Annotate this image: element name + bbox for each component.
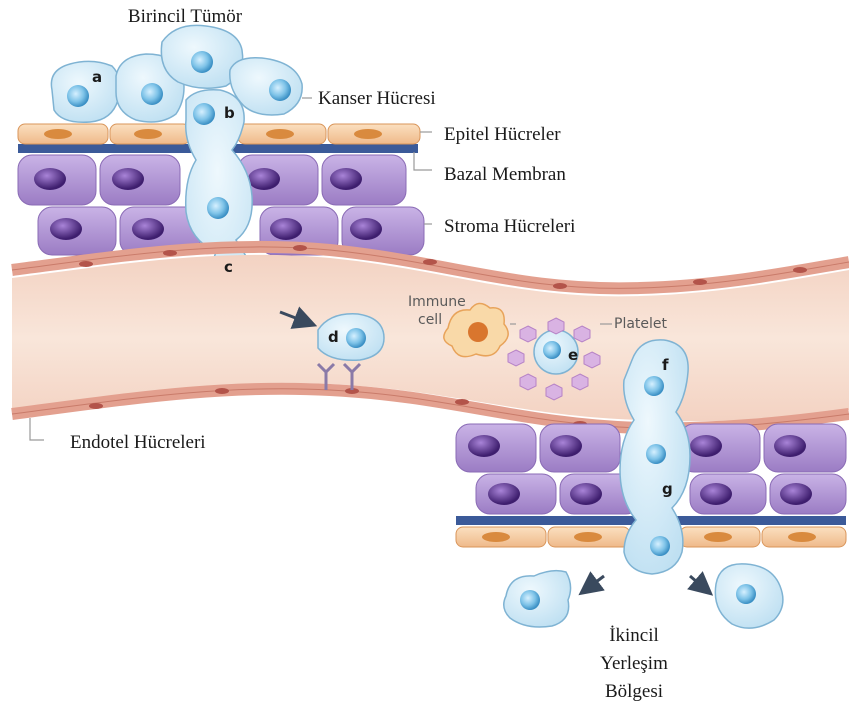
label-epithelial-cells: Epitel Hücreler <box>444 124 561 145</box>
step-letter-a: a <box>92 68 102 86</box>
step-letter-c: c <box>224 258 233 276</box>
label-secondary-site-line2: Yerleşim <box>600 653 668 674</box>
label-secondary-site-line1: İkincil <box>609 625 659 646</box>
label-stromal-cells: Stroma Hücreleri <box>444 216 575 237</box>
label-primary-tumor: Birincil Tümör <box>128 6 243 27</box>
label-platelet: Platelet <box>614 316 668 332</box>
blood-vessel <box>12 245 849 431</box>
label-basement-membrane: Bazal Membran <box>444 164 566 185</box>
label-cancer-cell: Kanser Hücresi <box>318 88 436 109</box>
step-letter-f: f <box>662 356 669 374</box>
label-immune-cell-line1: Immune <box>408 294 466 310</box>
label-immune-cell-line2: cell <box>418 312 442 328</box>
colonizing-cells <box>504 564 783 628</box>
step-letter-g: g <box>662 480 673 498</box>
extravasating-tumor-cell <box>620 340 690 574</box>
step-letter-d: d <box>328 328 339 346</box>
step-letter-e: e <box>568 346 578 364</box>
step-letter-b: b <box>224 104 235 122</box>
label-endothelial-cells: Endotel Hücreleri <box>70 432 206 453</box>
label-secondary-site-line3: Bölgesi <box>605 681 663 702</box>
